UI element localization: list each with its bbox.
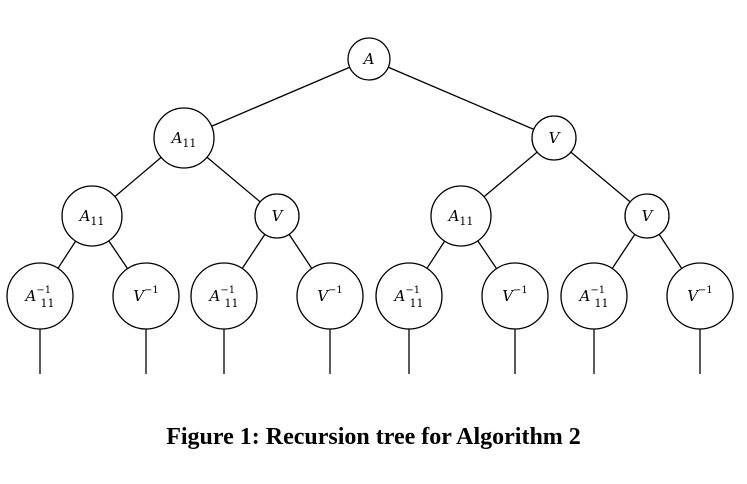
tree-node-r1: V	[531, 115, 577, 161]
edge-r1l-leaf5	[426, 240, 446, 269]
node-circle	[666, 262, 734, 330]
tree-node-l1r: V	[254, 193, 300, 239]
tree-node-r1r: V	[624, 193, 670, 239]
leaf-stubs	[39, 329, 701, 374]
tree-node-l1: A11	[153, 107, 215, 169]
tree-node-root: A	[347, 37, 391, 81]
edge-r1r-leaf7	[611, 233, 636, 269]
node-circle	[347, 37, 391, 81]
node-label: A11	[78, 207, 105, 228]
node-label: V−1	[317, 285, 343, 305]
node-label: V	[642, 207, 655, 225]
tree-edges	[57, 66, 683, 270]
node-circle	[254, 193, 300, 239]
node-circle	[296, 262, 364, 330]
node-circle	[624, 193, 670, 239]
node-label: A11	[447, 207, 474, 228]
edge-l1-l1r	[206, 156, 261, 203]
node-circle	[190, 262, 258, 330]
node-label: A11	[170, 129, 197, 150]
edge-root-r1	[388, 66, 535, 130]
edge-root-l1	[211, 66, 350, 127]
node-circle	[61, 185, 123, 247]
edge-l1r-leaf4	[288, 233, 313, 269]
edge-r1l-leaf6	[477, 240, 498, 270]
tree-node-leaf8: V−1	[666, 262, 734, 330]
edge-l1-l1l	[114, 156, 162, 198]
figure-caption: Figure 1: Recursion tree for Algorithm 2	[166, 424, 581, 450]
tree-node-l1l: A11	[61, 185, 123, 247]
node-circle	[375, 262, 443, 330]
node-circle	[560, 262, 628, 330]
node-circle	[153, 107, 215, 169]
node-label: V	[272, 207, 285, 225]
node-circle	[531, 115, 577, 161]
tree-node-r1l: A11	[430, 185, 492, 247]
node-circle	[430, 185, 492, 247]
edge-r1-r1r	[570, 151, 631, 203]
node-label: A	[362, 50, 375, 68]
tree-node-leaf2: V−1	[112, 262, 180, 330]
node-circle	[112, 262, 180, 330]
edge-l1l-leaf2	[108, 240, 129, 270]
node-circle	[6, 262, 74, 330]
tree-node-leaf6: V−1	[481, 262, 549, 330]
node-label: V	[549, 129, 562, 147]
edge-l1l-leaf1	[57, 240, 77, 269]
node-circle	[481, 262, 549, 330]
tree-node-leaf4: V−1	[296, 262, 364, 330]
node-label: V−1	[133, 285, 159, 305]
edge-r1-r1l	[483, 151, 538, 198]
node-label: V−1	[687, 285, 713, 305]
edge-r1r-leaf8	[658, 233, 683, 269]
edge-l1r-leaf3	[241, 233, 266, 269]
node-label: V−1	[502, 285, 528, 305]
